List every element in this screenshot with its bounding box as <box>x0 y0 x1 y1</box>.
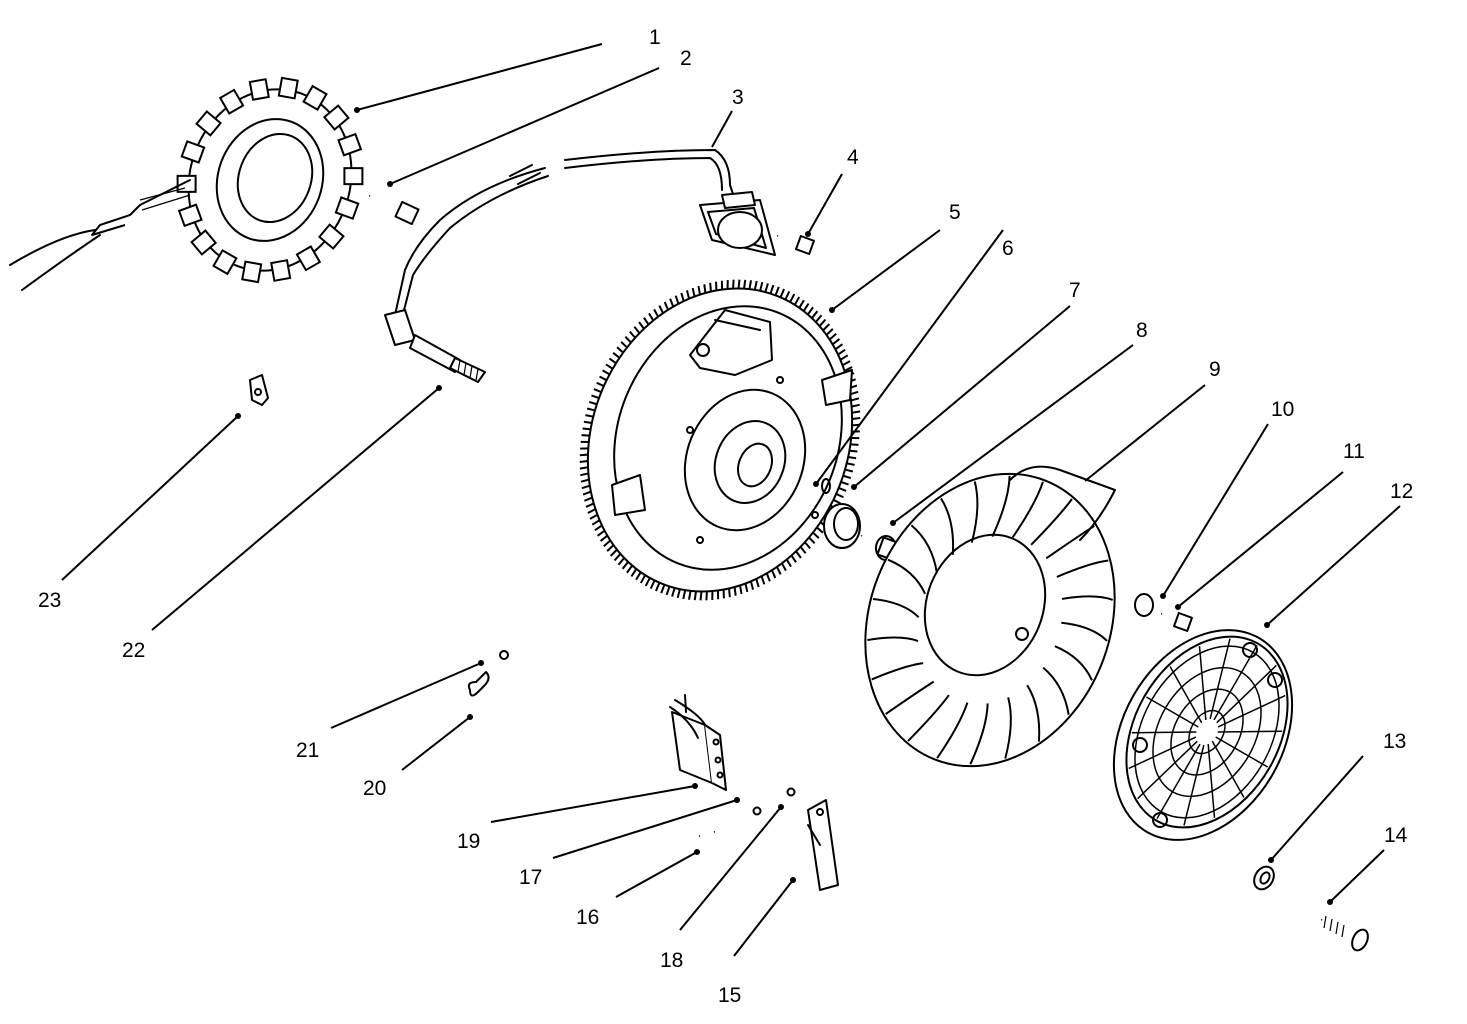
clamp-part-23 <box>249 374 269 406</box>
callout-22: 22 <box>122 639 145 662</box>
leader-21 <box>330 662 482 729</box>
leader-10 <box>1162 423 1269 597</box>
leader-17 <box>552 799 738 859</box>
callout-2: 2 <box>680 47 692 70</box>
callout-15: 15 <box>718 984 741 1007</box>
leader-5 <box>831 229 941 311</box>
leader-9 <box>1084 384 1206 482</box>
leader-6 <box>815 229 1004 485</box>
leader-8 <box>892 344 1134 524</box>
leader-11 <box>1177 471 1344 608</box>
callout-16: 16 <box>576 906 599 929</box>
callout-4: 4 <box>847 146 859 169</box>
leader-20 <box>401 716 471 771</box>
washer-part-7 <box>823 503 861 549</box>
callout-6: 6 <box>1002 237 1014 260</box>
spacer-part-10 <box>1134 593 1154 617</box>
leader-3 <box>711 110 733 148</box>
leader-14 <box>1329 849 1385 903</box>
bolt-part-4 <box>776 233 815 255</box>
leader-7 <box>853 305 1071 488</box>
leader-2 <box>389 67 660 185</box>
callout-5: 5 <box>949 201 961 224</box>
screw-part-16 <box>699 829 715 839</box>
callout-23: 23 <box>38 589 61 612</box>
leader-4 <box>807 173 843 235</box>
callout-11: 11 <box>1343 440 1365 463</box>
rectifier-part-19 <box>669 694 727 791</box>
leader-13 <box>1270 755 1364 861</box>
nut-part-18 <box>786 787 796 797</box>
callout-numbers: 1 2 3 4 5 6 7 8 9 10 11 12 13 14 15 16 1… <box>38 26 1413 1007</box>
screw-part-14 <box>1320 915 1369 952</box>
clip-part-20 <box>467 671 490 697</box>
callout-13: 13 <box>1383 730 1406 753</box>
stator-part <box>9 76 364 291</box>
nut-part-21 <box>499 650 509 660</box>
callout-8: 8 <box>1136 319 1148 342</box>
callout-19: 19 <box>457 830 480 853</box>
bolt-part-2 <box>368 193 420 226</box>
leader-23 <box>61 415 239 581</box>
leader-18 <box>679 806 782 931</box>
flywheel-part <box>579 279 861 601</box>
callout-18: 18 <box>660 949 683 972</box>
fan-part <box>864 465 1116 768</box>
callout-20: 20 <box>363 777 386 800</box>
leader-12 <box>1266 505 1401 626</box>
leader-lines <box>61 43 1401 957</box>
leader-1 <box>356 43 603 111</box>
bracket-part-15 <box>807 799 839 891</box>
leader-19 <box>490 785 696 823</box>
callout-14: 14 <box>1384 824 1408 847</box>
bolt-part-11 <box>1160 611 1193 632</box>
leader-22 <box>151 387 440 631</box>
callout-21: 21 <box>296 739 319 762</box>
callout-3: 3 <box>732 86 744 109</box>
callout-9: 9 <box>1209 358 1221 381</box>
washer-part-13 <box>1253 865 1275 891</box>
ignition-coil-part <box>384 149 776 383</box>
leader-15 <box>733 879 794 957</box>
callout-1: 1 <box>649 26 661 49</box>
leader-16 <box>615 851 698 898</box>
grass-screen-part <box>1112 629 1294 841</box>
nut-part-17 <box>752 806 762 816</box>
leader-dots <box>235 107 1333 905</box>
callout-17: 17 <box>519 866 542 889</box>
callout-12: 12 <box>1390 480 1413 503</box>
callout-10: 10 <box>1271 398 1294 421</box>
callout-7: 7 <box>1069 279 1081 302</box>
